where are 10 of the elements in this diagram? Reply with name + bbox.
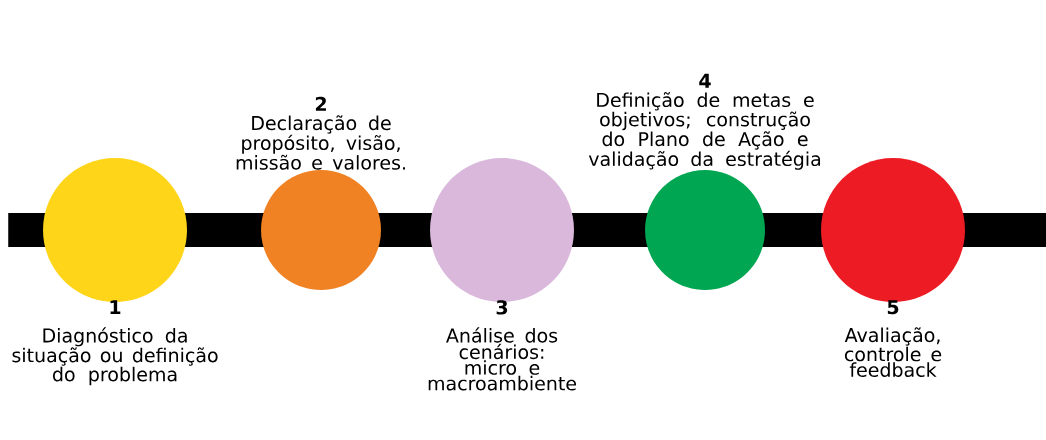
- step-description: Diagnóstico da situação ou definição do problema: [12, 327, 218, 386]
- step-number: 1: [110, 300, 121, 315]
- step-description: Avaliação, controle e feedback: [844, 327, 942, 378]
- step-number: 5: [887, 300, 899, 315]
- step-description: Análise dos cenários: micro e macroambiente: [428, 327, 576, 391]
- step-description: Declaração de propósito, visão, missão e valores.: [236, 115, 405, 170]
- step-number: 3: [496, 300, 508, 315]
- step-description: Definição de metas e objetivos; construção do Plano de Ação e validação da estratégia: [588, 92, 821, 170]
- step-number: 2: [315, 96, 326, 111]
- step-number: 4: [699, 73, 711, 88]
